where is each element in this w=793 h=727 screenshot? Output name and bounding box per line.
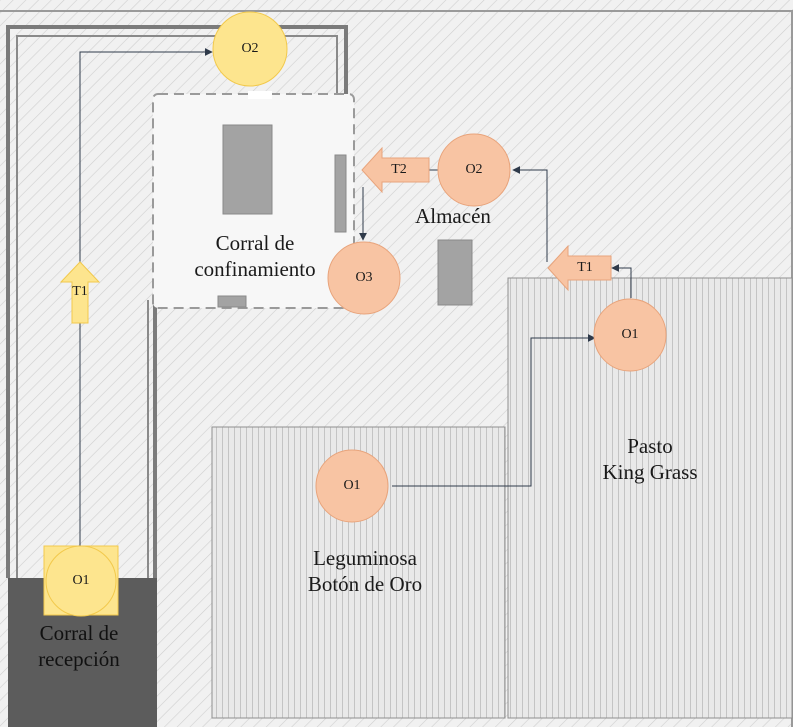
transport-arrow-pasto-t1 bbox=[547, 244, 612, 292]
fence-inner bbox=[16, 35, 338, 578]
feeder-large bbox=[222, 124, 273, 215]
node-recepcion-o1-circle bbox=[45, 545, 117, 617]
pasto-line1: Pasto bbox=[627, 434, 673, 458]
corral-recepcion-line1: Corral de bbox=[39, 621, 119, 645]
node-pasto-o1-label: O1 bbox=[621, 327, 639, 342]
node-top-o2-circle bbox=[212, 11, 288, 87]
node-almacen-o2-circle bbox=[437, 133, 511, 207]
leguminosa-line1: Leguminosa bbox=[313, 546, 417, 570]
node-almacen-o2-label: O2 bbox=[465, 162, 483, 177]
leguminosa-line2: Botón de Oro bbox=[307, 572, 423, 597]
corral-confinamiento-label: Corral de confinamiento bbox=[162, 230, 348, 283]
corral-confinamiento-line2: confinamiento bbox=[194, 257, 316, 282]
transport-arrow-almacen-t2 bbox=[361, 146, 430, 194]
feeder-slim bbox=[334, 154, 347, 233]
almacen-block bbox=[437, 239, 473, 306]
corral-recepcion-line2: recepción bbox=[38, 647, 120, 672]
transport-arrow-left-t1 bbox=[59, 261, 101, 324]
water-trough bbox=[217, 295, 247, 308]
pasto-line2: King Grass bbox=[602, 460, 698, 485]
fence-outer bbox=[6, 25, 348, 578]
confinamiento-gate bbox=[248, 91, 272, 99]
transport-pasto-t1-label: T1 bbox=[577, 260, 593, 275]
node-confinamiento-o3-circle bbox=[327, 241, 401, 315]
corral-recepcion-label: Corral de recepción bbox=[4, 620, 154, 673]
connector-leguminosa-to-pasto bbox=[392, 334, 596, 487]
leguminosa-label: Leguminosa Botón de Oro bbox=[270, 545, 460, 598]
connector-pasto-o1-up bbox=[611, 264, 632, 298]
node-top-o2-label: O2 bbox=[241, 41, 259, 56]
node-pasto-o1-circle bbox=[593, 298, 667, 372]
leguminosa-plot bbox=[211, 426, 506, 719]
connector-t1-to-almacen-o2 bbox=[512, 166, 548, 262]
almacen-label: Almacén bbox=[415, 204, 491, 228]
node-recepcion-o1-label: O1 bbox=[72, 573, 90, 588]
corral-confinamiento-line1: Corral de bbox=[215, 231, 295, 255]
connector-recepcion-to-top bbox=[79, 48, 213, 550]
pasto-label: Pasto King Grass bbox=[570, 433, 730, 486]
node-confinamiento-o3-label: O3 bbox=[355, 270, 373, 285]
node-leguminosa-o1-circle bbox=[315, 449, 389, 523]
node-leguminosa-o1-label: O1 bbox=[343, 478, 361, 493]
transport-almacen-t2-label: T2 bbox=[391, 162, 407, 177]
transport-left-t1-label: T1 bbox=[72, 284, 88, 299]
